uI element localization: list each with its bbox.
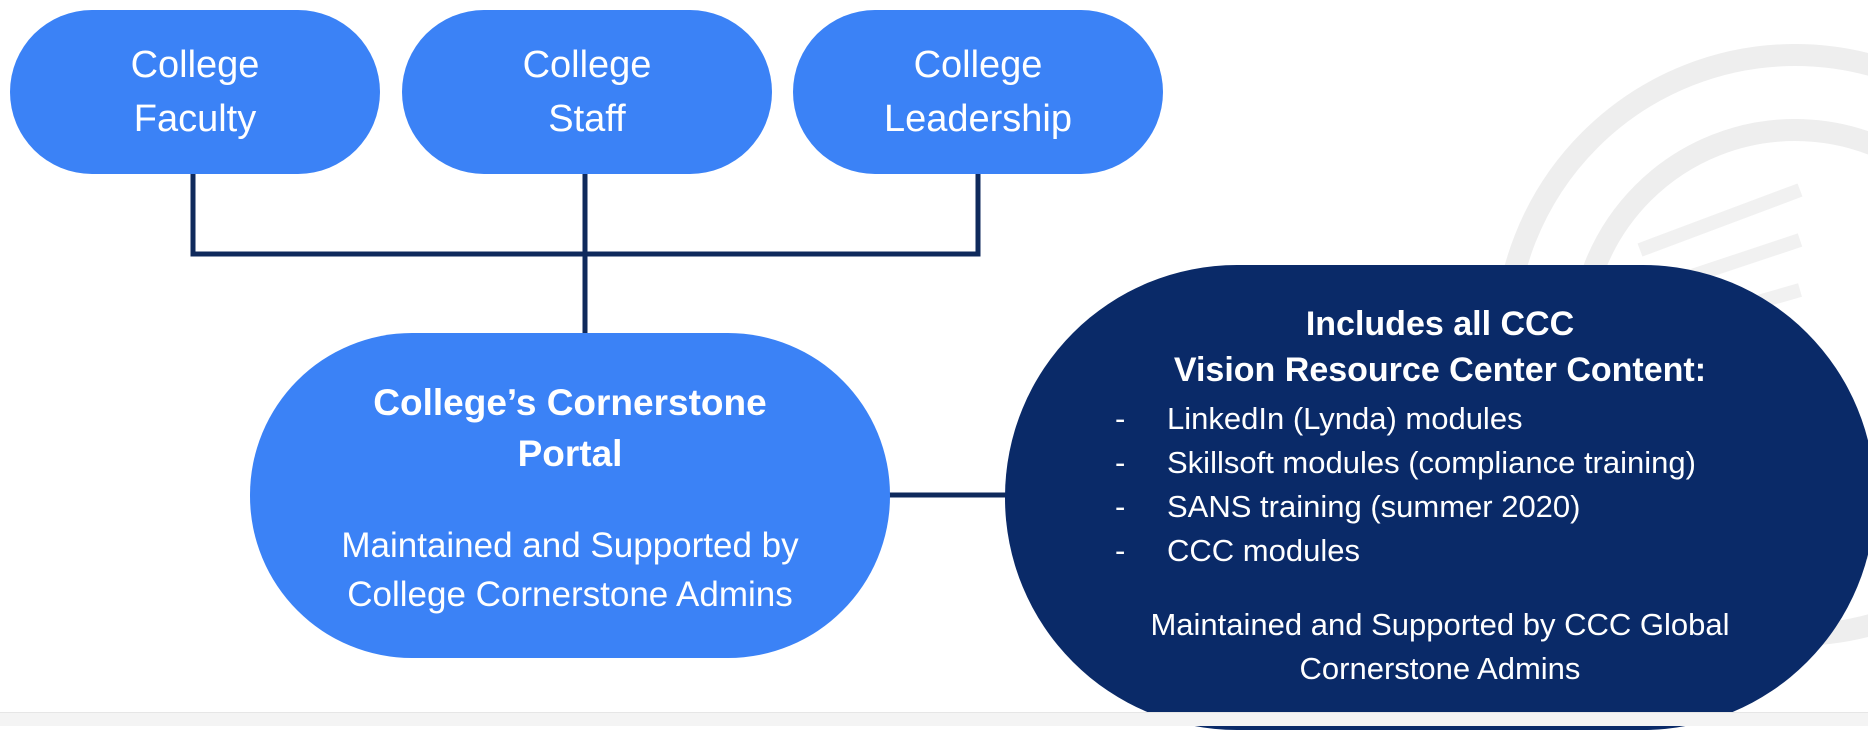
portal-title-line2: Portal	[517, 432, 623, 474]
bullet-dash: -	[1115, 401, 1126, 436]
content-subtitle: Maintained and Supported by CCC Global C…	[1150, 603, 1729, 691]
portal-title: College’s Cornerstone Portal	[373, 377, 766, 479]
college-faculty-node: College Faculty	[10, 10, 380, 174]
list-item: - LinkedIn (Lynda) modules	[1115, 397, 1696, 441]
content-title: Includes all CCC Vision Resource Center …	[1174, 301, 1706, 393]
list-item-text: LinkedIn (Lynda) modules	[1167, 401, 1523, 436]
node-label-line2: Leadership	[883, 98, 1073, 140]
list-item: - SANS training (summer 2020)	[1115, 485, 1696, 529]
node-label-line2: Staff	[548, 98, 626, 140]
content-title-line2: Vision Resource Center Content:	[1173, 351, 1707, 389]
portal-subtitle: Maintained and Supported by College Corn…	[341, 521, 798, 619]
node-label-line1: College	[130, 44, 260, 86]
slide-bottom-band	[0, 712, 1868, 726]
list-item: - Skillsoft modules (compliance training)	[1115, 441, 1696, 485]
content-list: - LinkedIn (Lynda) modules - Skillsoft mod…	[1115, 397, 1696, 573]
node-label-line1: College	[522, 44, 652, 86]
bullet-dash: -	[1115, 533, 1126, 568]
list-item-text: CCC modules	[1167, 533, 1360, 568]
vision-resource-center-node: Includes all CCC Vision Resource Center …	[1005, 265, 1868, 730]
cornerstone-portal-node: College’s Cornerstone Portal Maintained …	[250, 333, 890, 658]
portal-title-line1: College’s Cornerstone	[373, 381, 767, 423]
node-label-line2: Faculty	[133, 98, 257, 140]
content-subtitle-line1: Maintained and Supported by CCC Global	[1150, 607, 1730, 642]
content-title-line1: Includes all CCC	[1305, 305, 1575, 343]
list-item: - CCC modules	[1115, 529, 1696, 573]
content-subtitle-line2: Cornerstone Admins	[1299, 651, 1581, 686]
bullet-dash: -	[1115, 489, 1126, 524]
college-staff-node: College Staff	[402, 10, 772, 174]
portal-subtitle-line2: College Cornerstone Admins	[347, 574, 793, 614]
bullet-dash: -	[1115, 445, 1126, 480]
list-item-text: SANS training (summer 2020)	[1167, 489, 1581, 524]
list-item-text: Skillsoft modules (compliance training)	[1167, 445, 1696, 480]
node-label-line1: College	[913, 44, 1043, 86]
portal-subtitle-line1: Maintained and Supported by	[341, 525, 799, 565]
college-leadership-node: College Leadership	[793, 10, 1163, 174]
